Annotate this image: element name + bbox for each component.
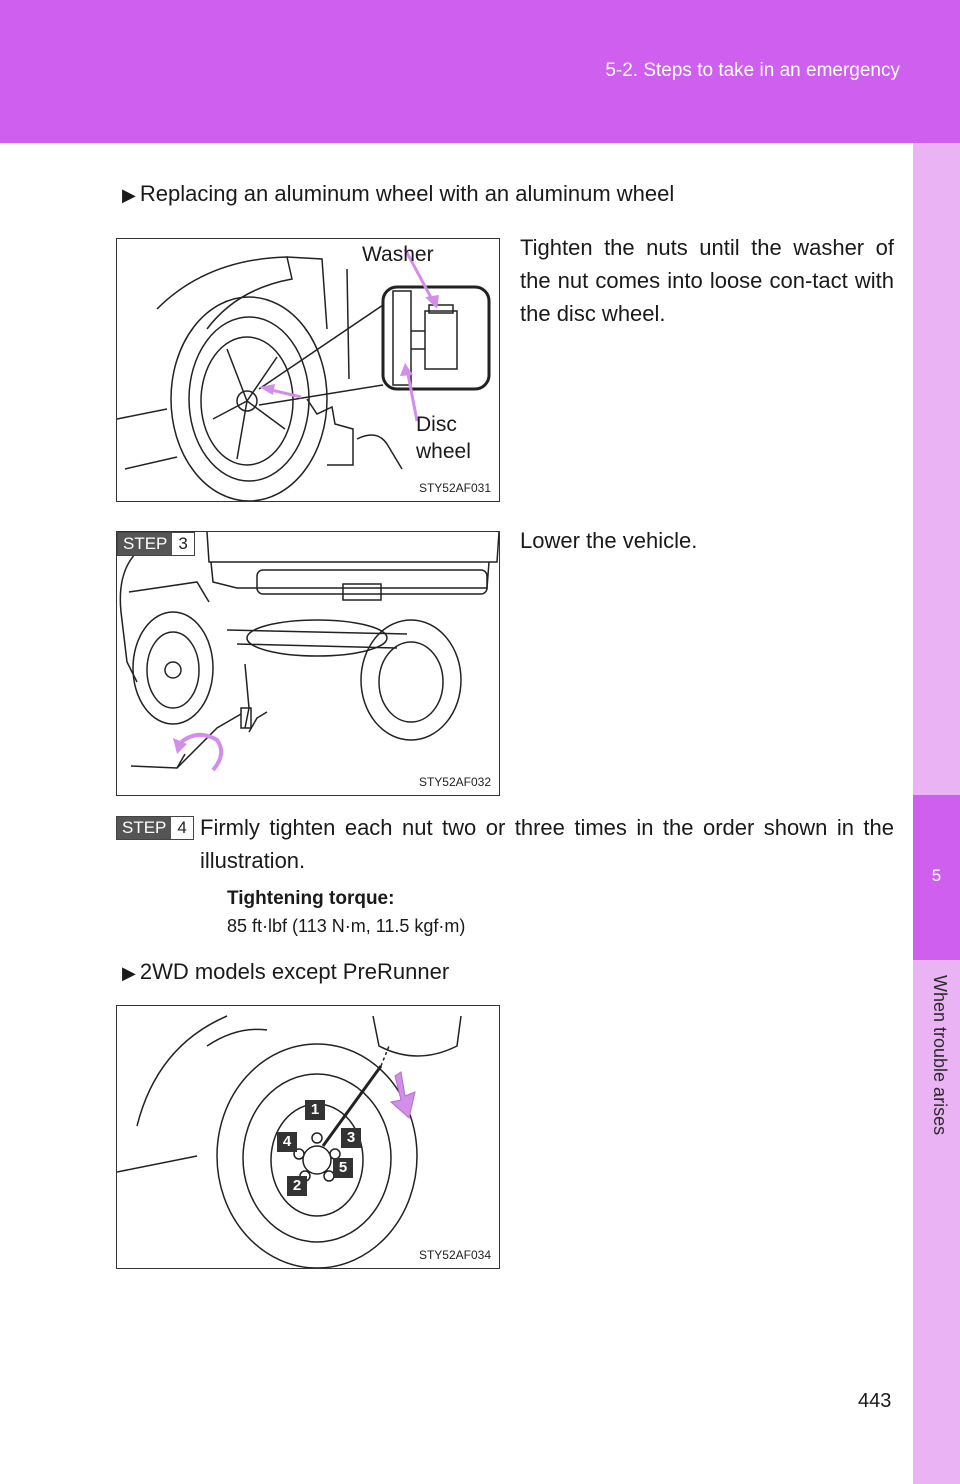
step-number: 3 <box>172 533 194 555</box>
step4-instruction: Firmly tighten each nut two or three tim… <box>200 815 894 873</box>
step3-instruction: Lower the vehicle. <box>520 528 698 553</box>
step-3-badge: STEP 3 <box>117 532 195 556</box>
chapter-title: When trouble arises <box>930 975 950 1136</box>
nut-order-5: 5 <box>333 1158 353 1178</box>
twowd-heading: ▶2WD models except PreRunner <box>122 959 449 985</box>
wheel-nut-illustration <box>117 248 491 501</box>
figure-code: STY52AF034 <box>418 1248 491 1262</box>
nut-tightening-order-illustration <box>117 1015 462 1268</box>
nut-order-2: 2 <box>287 1176 307 1196</box>
aluminum-instruction: Tighten the nuts until the washer of the… <box>520 235 894 326</box>
header-band <box>0 0 960 143</box>
step-label: STEP <box>117 817 172 839</box>
chapter-tab-active[interactable] <box>913 795 960 960</box>
nut-order-1: 1 <box>305 1100 325 1120</box>
section-title: 5-2. Steps to take in an emergency <box>605 60 900 81</box>
nut-order-figure: 1 2 3 4 5 STY52AF034 <box>116 1005 500 1269</box>
nut-order-4: 4 <box>277 1132 297 1152</box>
bullet-triangle-icon: ▶ <box>122 963 136 983</box>
page-number: 443 <box>858 1390 892 1412</box>
disc-callout-line2: wheel <box>416 440 471 463</box>
step-number: 4 <box>171 817 193 839</box>
lower-vehicle-figure: STEP 3 STY52AF032 <box>116 531 500 796</box>
chapter-number: 5 <box>931 866 942 885</box>
figure-code: STY52AF031 <box>418 481 491 495</box>
nut-order-3: 3 <box>341 1128 361 1148</box>
twowd-heading-text: 2WD models except PreRunner <box>139 959 450 984</box>
aluminum-heading-text: Replacing an aluminum wheel with an alum… <box>139 181 675 206</box>
step-4-badge: STEP 4 <box>116 816 194 840</box>
torque-value: 85 ft·lbf (113 N·m, 11.5 kgf·m) <box>227 916 466 936</box>
step-label: STEP <box>118 533 173 555</box>
aluminum-heading: ▶Replacing an aluminum wheel with an alu… <box>122 181 674 207</box>
washer-callout: Washer <box>362 243 434 266</box>
figure-code: STY52AF032 <box>418 775 491 789</box>
aluminum-wheel-figure: Washer Disc wheel STY52AF031 <box>116 238 500 502</box>
disc-callout-line1: Disc <box>416 413 457 436</box>
bullet-triangle-icon: ▶ <box>122 185 136 205</box>
torque-label: Tightening torque: <box>227 888 395 909</box>
jack-lowering-illustration <box>119 532 499 772</box>
